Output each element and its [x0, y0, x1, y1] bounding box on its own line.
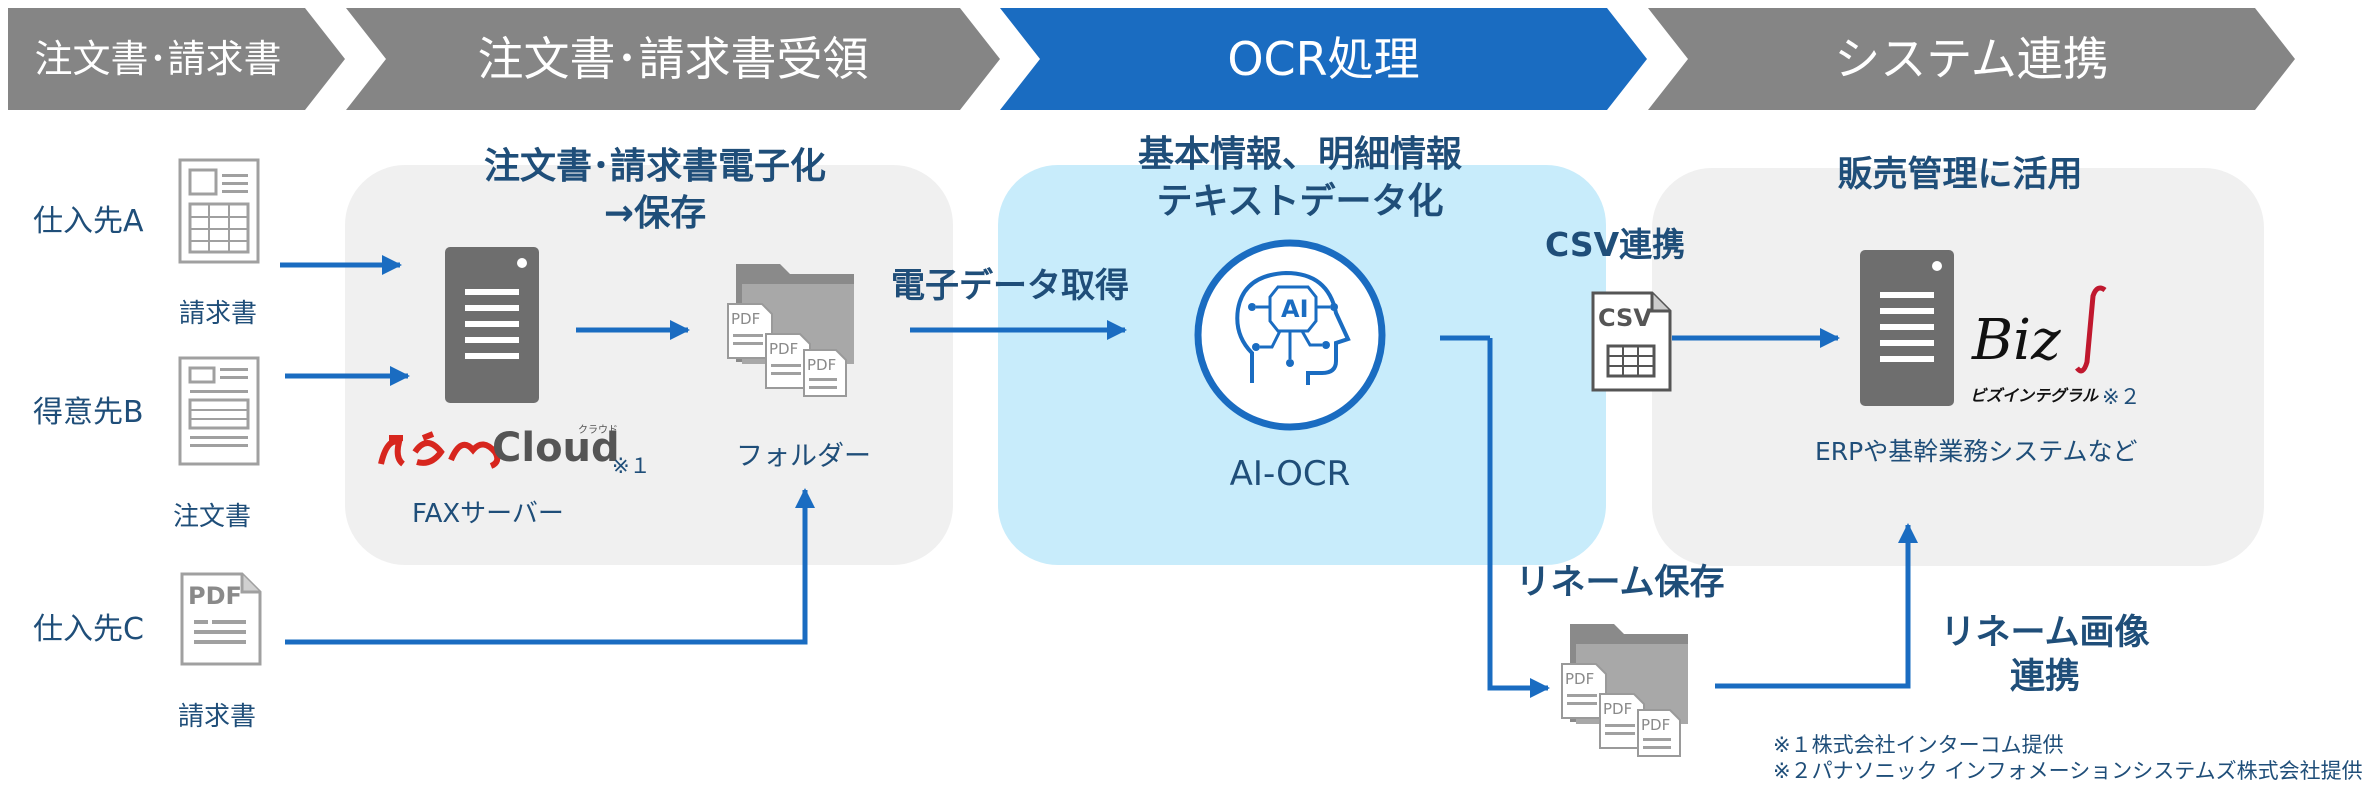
system-title: 販売管理に活用: [1837, 155, 2083, 195]
folder-label: フォルダー: [736, 441, 871, 472]
svg-text:PDF: PDF: [1565, 670, 1594, 688]
csv-file-icon: CSV: [1591, 291, 1672, 392]
arrow-to-rename-save: [1487, 338, 1550, 698]
source-a-doc-label: 請求書: [179, 299, 258, 329]
system-server-icon: [1860, 250, 1954, 406]
cloud-brand-text: Cloud: [492, 425, 620, 471]
rename-save-label: リネーム保存: [1515, 563, 1725, 603]
order-document-icon: [178, 356, 260, 466]
pdf-document-icon: PDF: [180, 572, 262, 666]
erp-label: ERPや基幹業務システムなど: [1815, 437, 2138, 466]
source-a-label: 仕入先A: [33, 204, 144, 239]
step-1-label: 注文書･請求書: [34, 37, 282, 81]
svg-text:PDF: PDF: [769, 340, 798, 358]
receive-title-line1: 注文書･請求書電子化: [483, 146, 826, 187]
note-mark-2: ※２: [2102, 385, 2141, 409]
svg-text:PDF: PDF: [1641, 716, 1670, 734]
bizintegral-integral-mark: [2075, 285, 2107, 374]
ocr-title-line2: テキストデータ化: [1156, 181, 1444, 222]
svg-text:CSV: CSV: [1598, 304, 1652, 332]
arrow-c-to-folder: [285, 488, 815, 645]
flow-arrows: [280, 255, 1918, 698]
cloud-ruby: クラウド: [578, 425, 618, 436]
process-header: [8, 8, 2295, 110]
step-3-chevron: [1000, 8, 1647, 110]
step-4-label: システム連携: [1834, 32, 2109, 86]
folder-pdf-icon: PDF PDF PDF: [727, 264, 854, 397]
arrow-rename-to-system: [1715, 523, 1918, 689]
ocr-title-line1: 基本情報、明細情報: [1137, 134, 1462, 175]
svg-text:PDF: PDF: [807, 356, 836, 374]
footnote-2: ※２パナソニック インフォメーションシステムズ株式会社提供: [1773, 759, 2363, 783]
step-3-label: OCR処理: [1227, 32, 1420, 86]
step-2-label: 注文書･請求書受領: [477, 32, 869, 86]
svg-text:PDF: PDF: [731, 310, 760, 328]
csv-link-label: CSV連携: [1545, 225, 1686, 264]
fax-server-label: FAXサーバー: [412, 499, 564, 529]
svg-text:PDF: PDF: [1603, 700, 1632, 718]
source-b-doc-label: 注文書: [173, 502, 252, 532]
ai-head-icon: AI: [1194, 239, 1386, 431]
step-2-chevron: [346, 8, 1000, 110]
get-data-label: 電子データ取得: [891, 266, 1129, 306]
system-panel: [1652, 168, 2264, 566]
rename-folder-pdf-icon: PDF PDF PDF: [1561, 624, 1688, 757]
fax-server-icon: [445, 247, 539, 403]
note-mark-1: ※１: [612, 454, 651, 478]
source-b-label: 得意先B: [33, 395, 144, 430]
footnote-1: ※１株式会社インターコム提供: [1773, 733, 2064, 757]
bizintegral-logo-text: Biz: [1972, 308, 2061, 373]
svg-text:PDF: PDF: [188, 582, 242, 610]
step-4-chevron: [1648, 8, 2295, 110]
source-c-label: 仕入先C: [33, 612, 144, 647]
receive-title-line2: →保存: [603, 193, 707, 234]
step-1-chevron: [8, 8, 345, 110]
invoice-document-icon: [178, 158, 260, 264]
svg-text:AI: AI: [1281, 295, 1309, 323]
source-c-doc-label: 請求書: [178, 702, 257, 732]
bizintegral-kana: ビズインテグラル: [1970, 386, 2099, 405]
rename-link-line1: リネーム画像: [1940, 613, 2150, 653]
rename-link-line2: 連携: [2009, 657, 2080, 697]
ai-ocr-label: AI-OCR: [1229, 454, 1351, 494]
aikyou-cloud-logo-mark: [378, 431, 501, 469]
